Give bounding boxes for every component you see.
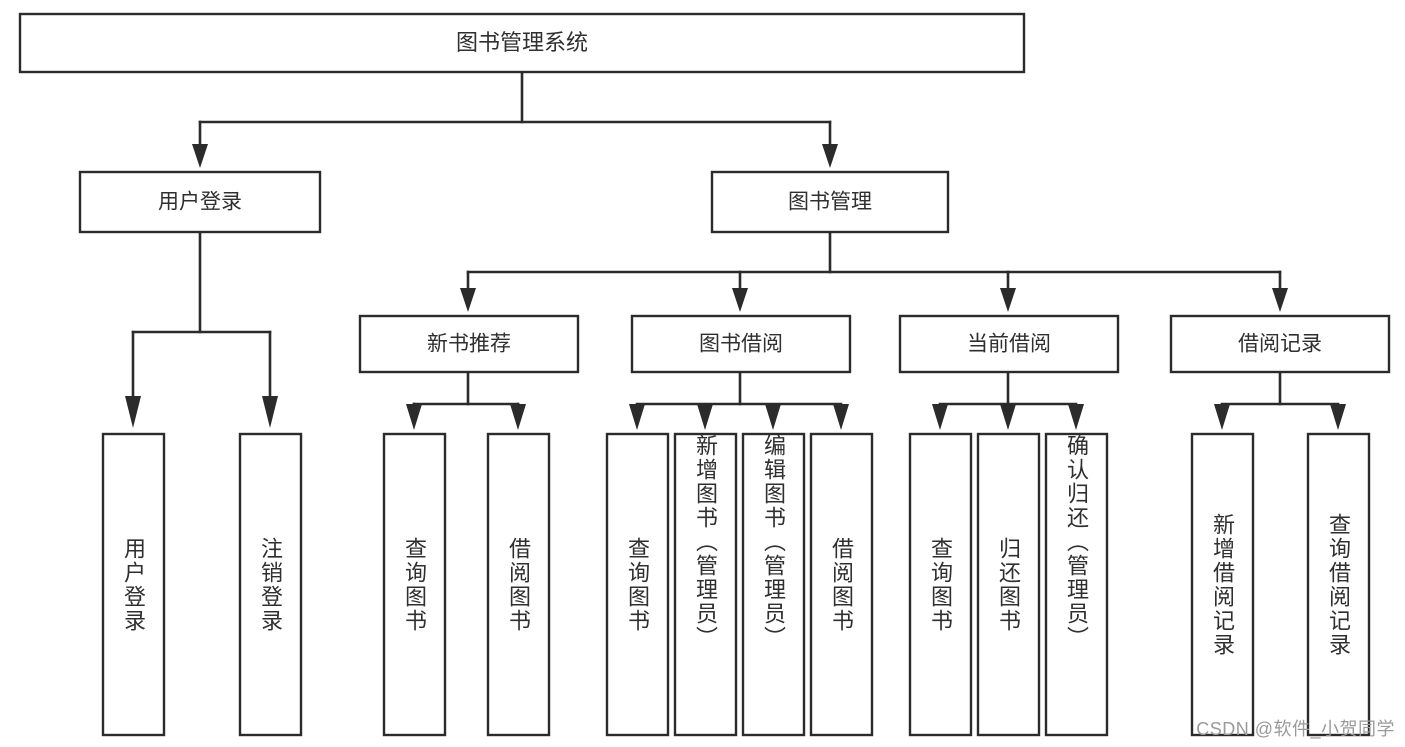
connector-group-book-manage — [460, 230, 1288, 312]
node-new-book-recommend-label: 新书推荐 — [427, 333, 511, 356]
node-user-login[interactable]: 用户登录 — [78, 170, 322, 234]
leaf-box-query-book-3[interactable] — [908, 432, 973, 737]
arrow-head-leaf-return-book — [1000, 404, 1016, 430]
connector-group-user-login — [125, 230, 278, 428]
node-book-manage-box[interactable] — [710, 170, 950, 234]
node-borrow-record-box[interactable] — [1169, 314, 1391, 374]
leaf-box-borrow-book-2[interactable] — [809, 432, 874, 737]
node-book-borrow[interactable]: 图书借阅 — [630, 314, 852, 374]
leaf-box-logout-login[interactable] — [238, 432, 303, 737]
node-book-borrow-label: 图书借阅 — [699, 333, 783, 356]
arrow-head-new-book-recommend — [460, 288, 476, 312]
leaf-box-query-record[interactable] — [1306, 432, 1371, 737]
node-book-manage[interactable]: 图书管理 — [710, 170, 950, 234]
leaf-box-add-record[interactable] — [1190, 432, 1255, 737]
node-borrow-record[interactable]: 借阅记录 — [1169, 314, 1391, 374]
leaf-box-confirm-return[interactable] — [1044, 432, 1109, 737]
arrow-head-user-login — [192, 144, 208, 168]
leaf-box-borrow-book-1[interactable] — [486, 432, 551, 737]
node-current-borrow[interactable]: 当前借阅 — [898, 314, 1120, 374]
node-user-login-label: 用户登录 — [158, 191, 242, 214]
node-root-box[interactable] — [18, 12, 1026, 74]
connector-group-new-book-recommend — [406, 370, 526, 430]
arrow-head-book-borrow — [732, 288, 748, 312]
connector-group-root — [192, 70, 838, 168]
node-borrow-record-label: 借阅记录 — [1238, 333, 1322, 356]
arrow-head-leaf-query-record — [1330, 404, 1346, 430]
arrow-head-leaf-query-book-3 — [932, 404, 948, 430]
node-book-manage-label: 图书管理 — [788, 191, 872, 214]
node-root[interactable]: 图书管理系统 — [18, 12, 1026, 74]
arrow-head-leaf-user-login — [125, 396, 141, 428]
leaf-box-return-book[interactable] — [976, 432, 1041, 737]
arrow-head-leaf-confirm-return — [1068, 404, 1084, 430]
leaf-box-edit-book[interactable] — [741, 432, 806, 737]
node-new-book-recommend-box[interactable] — [358, 314, 580, 374]
arrow-head-leaf-query-book-2 — [629, 404, 645, 430]
arrow-head-leaf-add-book — [697, 404, 713, 430]
arrow-head-borrow-record — [1272, 288, 1288, 312]
arrow-head-leaf-borrow-book-1 — [510, 404, 526, 430]
leaf-box-query-book-1[interactable] — [382, 432, 447, 737]
node-user-login-box[interactable] — [78, 170, 322, 234]
node-book-borrow-box[interactable] — [630, 314, 852, 374]
connector-group-borrow-record — [1214, 370, 1346, 430]
arrow-head-leaf-borrow-book-2 — [833, 404, 849, 430]
arrow-head-leaf-query-book-1 — [406, 404, 422, 430]
connector-group-book-borrow — [629, 370, 849, 430]
node-new-book-recommend[interactable]: 新书推荐 — [358, 314, 580, 374]
leaf-box-user-login[interactable] — [101, 432, 166, 737]
arrow-head-current-borrow — [1000, 288, 1016, 312]
connector-group-current-borrow — [932, 370, 1084, 430]
node-root-label: 图书管理系统 — [456, 30, 588, 55]
leaf-box-add-book[interactable] — [673, 432, 738, 737]
node-current-borrow-box[interactable] — [898, 314, 1120, 374]
arrow-head-leaf-logout-login — [262, 396, 278, 428]
arrow-head-leaf-add-record — [1214, 404, 1230, 430]
leaf-box-query-book-2[interactable] — [605, 432, 670, 737]
arrow-head-leaf-edit-book — [765, 404, 781, 430]
arrow-head-book-manage — [822, 144, 838, 168]
watermark-text: CSDN @软件_小贺同学 — [1196, 719, 1395, 739]
node-current-borrow-label: 当前借阅 — [967, 333, 1051, 356]
